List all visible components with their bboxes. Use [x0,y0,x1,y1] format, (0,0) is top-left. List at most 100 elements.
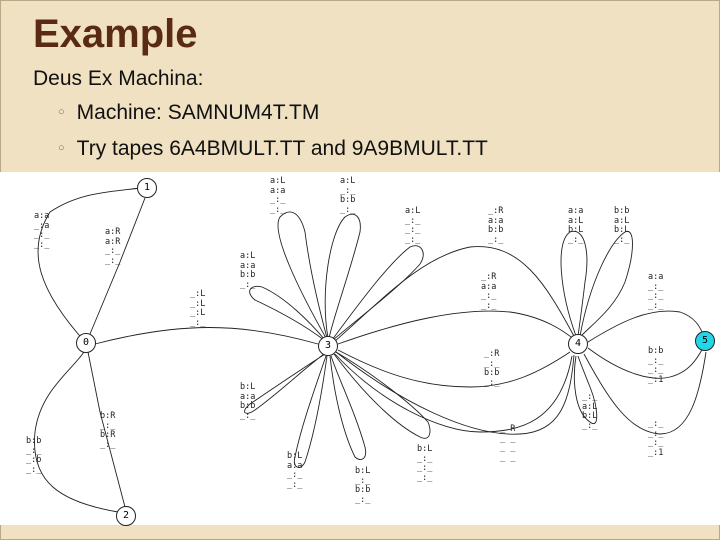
edge-3-4-top [333,246,576,343]
loop-3-g [329,355,367,460]
transition-line: _:_ [405,215,421,226]
transition-line: b:b [488,225,504,235]
transition-line: _:_ [481,300,497,311]
edge-3-b [333,351,431,439]
transition-line: a:L [568,215,584,226]
edge-4-3-b [334,353,573,433]
transition-line: _:_ [648,355,664,366]
transition-line: _:1 [648,374,664,385]
transition-line: _:_ [484,377,500,388]
transition-line: _:_ [287,479,303,490]
transition-line: _:_ [648,291,664,301]
transition-line: _:_ [648,365,664,375]
transition-line: b:L [355,466,371,476]
transition-line: _:_ [648,300,664,311]
transition-line: _:_ [34,239,50,250]
bullet-item: ○Machine: SAMNUM4T.TM [58,101,319,125]
edge-3-4-mid [337,310,576,345]
transition-line: _:_ [340,204,356,215]
transition-line: _:_ [190,317,206,328]
slide-subtitle: Deus Ex Machina: [33,67,204,90]
transition-line: b:b [484,368,500,378]
transition-line: _:_ [405,225,421,235]
transition-line: _:_ [417,472,433,483]
transition-line: _:_ [105,246,121,256]
transition-line: b:L [417,444,433,454]
transition-line: _:_ [34,230,50,240]
edge-2-0 [34,351,119,513]
transition-line: _:_ [240,410,256,421]
transition-label: _ R_ __ __ _ [500,424,516,463]
transition-label: b:L_:_b:b_:_ [355,466,371,505]
bullet-text: Try tapes 6A4BMULT.TT and 9A9BMULT.TT [76,137,488,160]
transition-line: a:L [340,176,356,186]
transition-line: b:b [26,436,42,446]
bullet-text: Machine: SAMNUM4T.TM [76,101,320,124]
transition-line: b:L [287,451,303,461]
transition-line: a:R [105,227,121,237]
transition-line: a:a [240,391,256,402]
transition-line: _ _ [500,452,516,463]
transition-label: a:a_:__:__:_ [648,272,664,311]
transition-line: _:_ [105,255,121,266]
transition-line: a:a [287,460,303,471]
transition-line: _:_ [287,470,303,480]
transition-label: b:b_:__:__:1 [648,346,664,385]
transition-line: _:_ [648,281,664,292]
transition-line: _:_ [405,234,421,245]
transition-line: _:_ [417,453,433,464]
transition-line: a:a [568,206,584,216]
loop-3-a [277,211,328,339]
transition-line: a:R [105,236,121,247]
edge-4-3-low [335,351,575,435]
transition-line: a:L [405,206,421,216]
transition-line: b:L [240,382,256,392]
transition-line: a:L [582,401,598,412]
transition-line: _:_ [582,392,598,402]
transition-line: b:b [340,195,356,205]
transition-line: _:_ [488,234,504,245]
edge-4-3 [337,349,571,388]
transition-line: b:L [582,411,598,421]
loop-3-b [324,213,361,339]
transition-line: b:b [355,485,371,495]
transition-line: a:L [240,251,256,261]
transition-line: _:_ [270,204,286,215]
transition-label: b:b_:__:b_:_ [26,436,42,475]
loop-3-d [331,245,424,341]
edge-4-5-top [587,310,704,343]
circle-bullet-icon: ○ [58,142,65,154]
transition-label: _:L_:L_:L_:_ [190,289,206,328]
transition-line: b:b [614,206,630,216]
transition-line: _:_ [648,428,664,439]
transition-label: a:L_:_b:b_:_ [340,176,356,215]
transition-line: _:_ [568,234,584,245]
slide-title: Example [33,12,198,56]
edge-0-1 [37,187,141,344]
transition-line: a:a [240,260,256,271]
transition-line: _:_ [270,195,286,205]
edge-4-5-low [583,351,707,435]
transition-line: b:R [100,411,116,421]
transition-line: a:a [481,281,497,292]
transition-line: _:_ [355,475,371,486]
transition-line: _:L [190,308,206,318]
loop-3-e [244,353,326,414]
transition-line: a:a [34,211,50,221]
transition-line: _:_ [582,420,598,431]
transition-line: _:R [481,272,497,282]
state-node-4: 4 [568,334,588,354]
transition-line: _:_ [648,438,664,448]
transition-line: b:L [568,225,584,235]
loop-4-b [579,230,633,337]
loop-3-f [293,355,328,468]
edge-4-5-mid [587,347,704,379]
transition-line: _:b [26,455,42,465]
transition-line: b:b [240,401,256,411]
